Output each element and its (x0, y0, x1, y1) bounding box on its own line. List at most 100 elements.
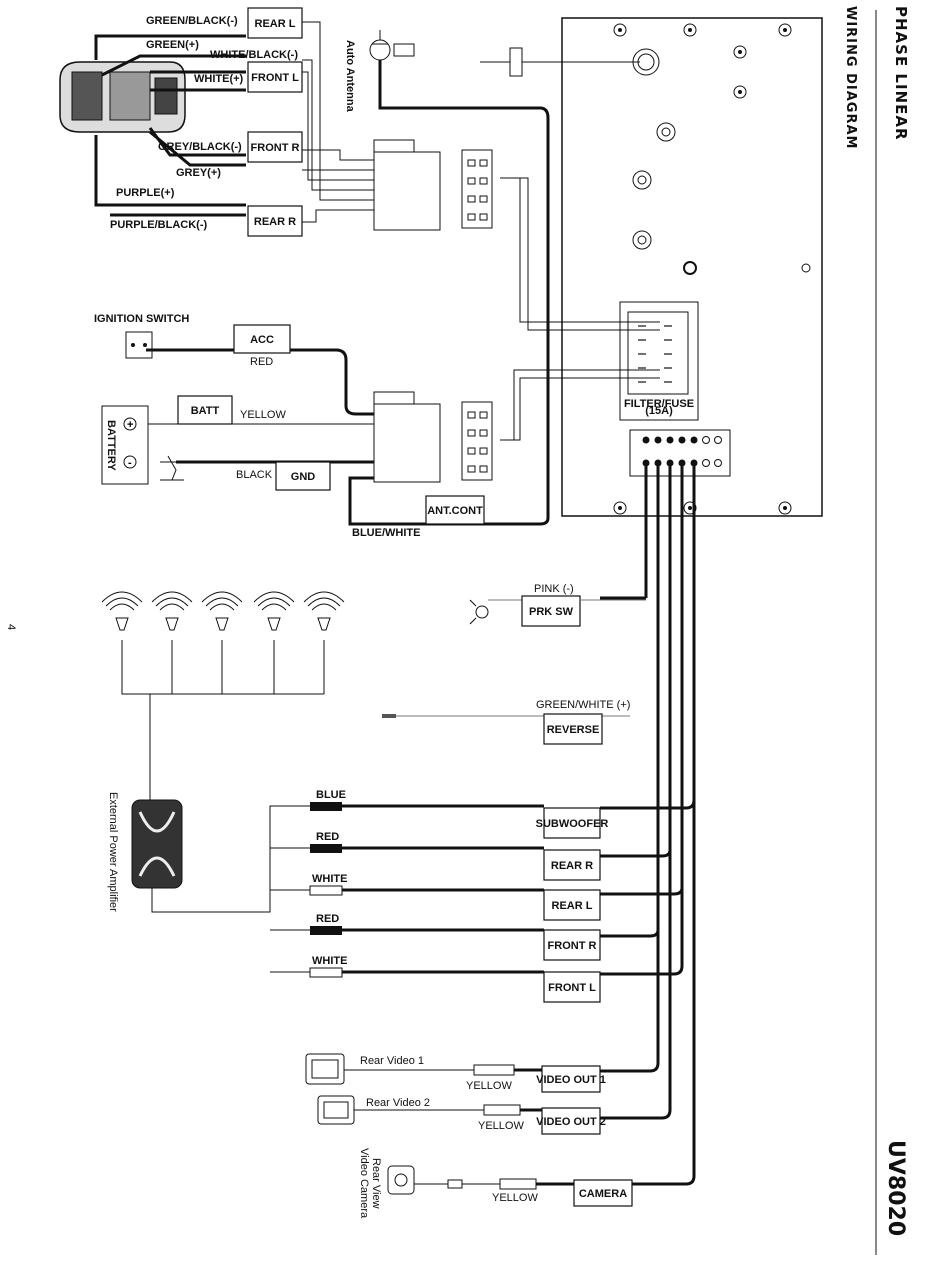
green-white-wire-label: GREEN/WHITE (+) (536, 699, 630, 711)
page-number: 4 (5, 624, 17, 630)
amp-speakers (101, 591, 345, 800)
front-r-speaker-label: FRONT R (251, 142, 300, 154)
camera-box-label: CAMERA (579, 1188, 627, 1200)
prk-sw-label: PRK SW (529, 606, 574, 618)
video-out-2-box (541, 1107, 601, 1135)
acc-wire (146, 348, 374, 416)
speaker-wires (94, 21, 374, 223)
rca-plug-icon (309, 967, 544, 978)
video-out-1-box (541, 1065, 601, 1093)
amplifier-label: External Power Amplifier (107, 792, 119, 912)
fuse-label-line1: FILTER/FUSE (624, 398, 694, 410)
video-1-plug-icon (473, 1064, 515, 1076)
rca-rear-r-label: REAR R (551, 860, 593, 872)
front-l-speaker-label: FRONT L (251, 72, 299, 84)
ground-icon (160, 455, 184, 481)
auto-antenna-label: Auto Antenna (344, 40, 356, 113)
video-out-2-label: VIDEO OUT 2 (536, 1116, 606, 1128)
brand-logo: PHASE LINEAR (892, 6, 910, 141)
acc-label: ACC (250, 334, 274, 346)
iso-connector-power (373, 391, 493, 483)
rca-white-2-label: WHITE (312, 955, 347, 967)
gnd-label: GND (291, 471, 316, 483)
gnd-box (275, 461, 331, 491)
acc-box (233, 324, 291, 354)
head-unit-chassis: FILTER/FUSE (15A) (561, 17, 823, 517)
battery-minus-sign: - (128, 457, 132, 469)
ignition-switch-icon (125, 331, 153, 359)
battery-plus-sign: + (127, 419, 133, 431)
front-r-speaker-box (247, 131, 303, 163)
antenna-plug-icon (348, 30, 640, 526)
rca-front-l-label: FRONT L (548, 982, 596, 994)
battery-label: BATTERY (105, 420, 117, 471)
wire-white-label: WHITE(+) (194, 73, 244, 85)
wire-grey-label: GREY(+) (176, 167, 221, 179)
wire-grey-black-label: GREY/BLACK(-) (158, 141, 242, 153)
camera-box (573, 1179, 633, 1207)
rca-red-2-label: RED (316, 913, 339, 925)
rca-blue-label: BLUE (316, 789, 346, 801)
rear-r-speaker-label: REAR R (254, 216, 296, 228)
reverse-connector-icon (382, 714, 396, 718)
monitor-icon (317, 1095, 355, 1125)
ignition-switch-label: IGNITION SWITCH (94, 313, 189, 325)
camera-plug-icon (499, 1178, 537, 1190)
reverse-label: REVERSE (547, 724, 600, 736)
rca-front-r-box (543, 929, 601, 961)
parking-brake-icon (469, 599, 489, 625)
rca-front-r-label: FRONT R (548, 940, 597, 952)
rca-cables (309, 802, 544, 978)
wire-purple-label: PURPLE(+) (116, 187, 175, 199)
iso-connector-speakers (373, 139, 493, 231)
rear-video-2-label: Rear Video 2 (366, 1097, 430, 1109)
camera-label-line1: Rear View (370, 1158, 382, 1209)
rca-plug-icon (310, 844, 544, 853)
reverse-box (543, 713, 603, 745)
subwoofer-label: SUBWOOFER (536, 818, 609, 830)
rear-l-speaker-label: REAR L (255, 18, 296, 30)
speaker-icon (201, 591, 243, 631)
yellow-wire-label: YELLOW (240, 409, 286, 421)
black-wire-label: BLACK (236, 469, 273, 481)
wire-green-black-label: GREEN/BLACK(-) (146, 15, 238, 27)
wire-white-black-label: WHITE/BLACK(-) (210, 49, 298, 61)
video-2-yellow-label: YELLOW (478, 1120, 524, 1132)
rca-red-1-label: RED (316, 831, 339, 843)
blue-white-wire-label: BLUE/WHITE (352, 527, 420, 539)
batt-label: BATT (191, 405, 220, 417)
battery-icon: + - (101, 405, 149, 485)
video-out-1-label: VIDEO OUT 1 (536, 1074, 606, 1086)
speaker-icon (101, 591, 143, 631)
car-icon (59, 61, 186, 133)
rear-r-speaker-box (247, 205, 303, 237)
red-wire-label: RED (250, 356, 273, 368)
rca-rear-r-box (543, 849, 601, 881)
ant-cont-box (425, 495, 485, 525)
camera-label-line2: Video Camera (358, 1148, 370, 1219)
amp-rca-links (151, 805, 310, 973)
pink-wire-label: PINK (-) (534, 583, 574, 595)
rear-l-speaker-box (247, 7, 303, 39)
batt-box (177, 395, 233, 425)
rca-white-1-label: WHITE (312, 873, 347, 885)
output-harness-wires (600, 463, 696, 1186)
wire-purple-black-label: PURPLE/BLACK(-) (110, 219, 207, 231)
video-2-plug-icon (483, 1104, 521, 1116)
rca-front-l-box (543, 971, 601, 1003)
page-title: WIRING DIAGRAM (843, 6, 858, 150)
rca-plug-icon (309, 885, 544, 896)
rca-plug-icon (310, 802, 544, 811)
subwoofer-box (543, 807, 601, 839)
amplifier-icon (131, 799, 183, 889)
wire-green-label: GREEN(+) (146, 39, 199, 51)
camera-yellow-label: YELLOW (492, 1192, 538, 1204)
rca-plug-icon (310, 926, 544, 935)
ant-cont-label: ANT.CONT (427, 505, 483, 517)
speaker-icon (151, 591, 193, 631)
monitor-icon (305, 1053, 345, 1085)
video-1-yellow-label: YELLOW (466, 1080, 512, 1092)
rca-rear-l-box (543, 889, 601, 921)
fuse-label-line2: (15A) (645, 405, 673, 417)
